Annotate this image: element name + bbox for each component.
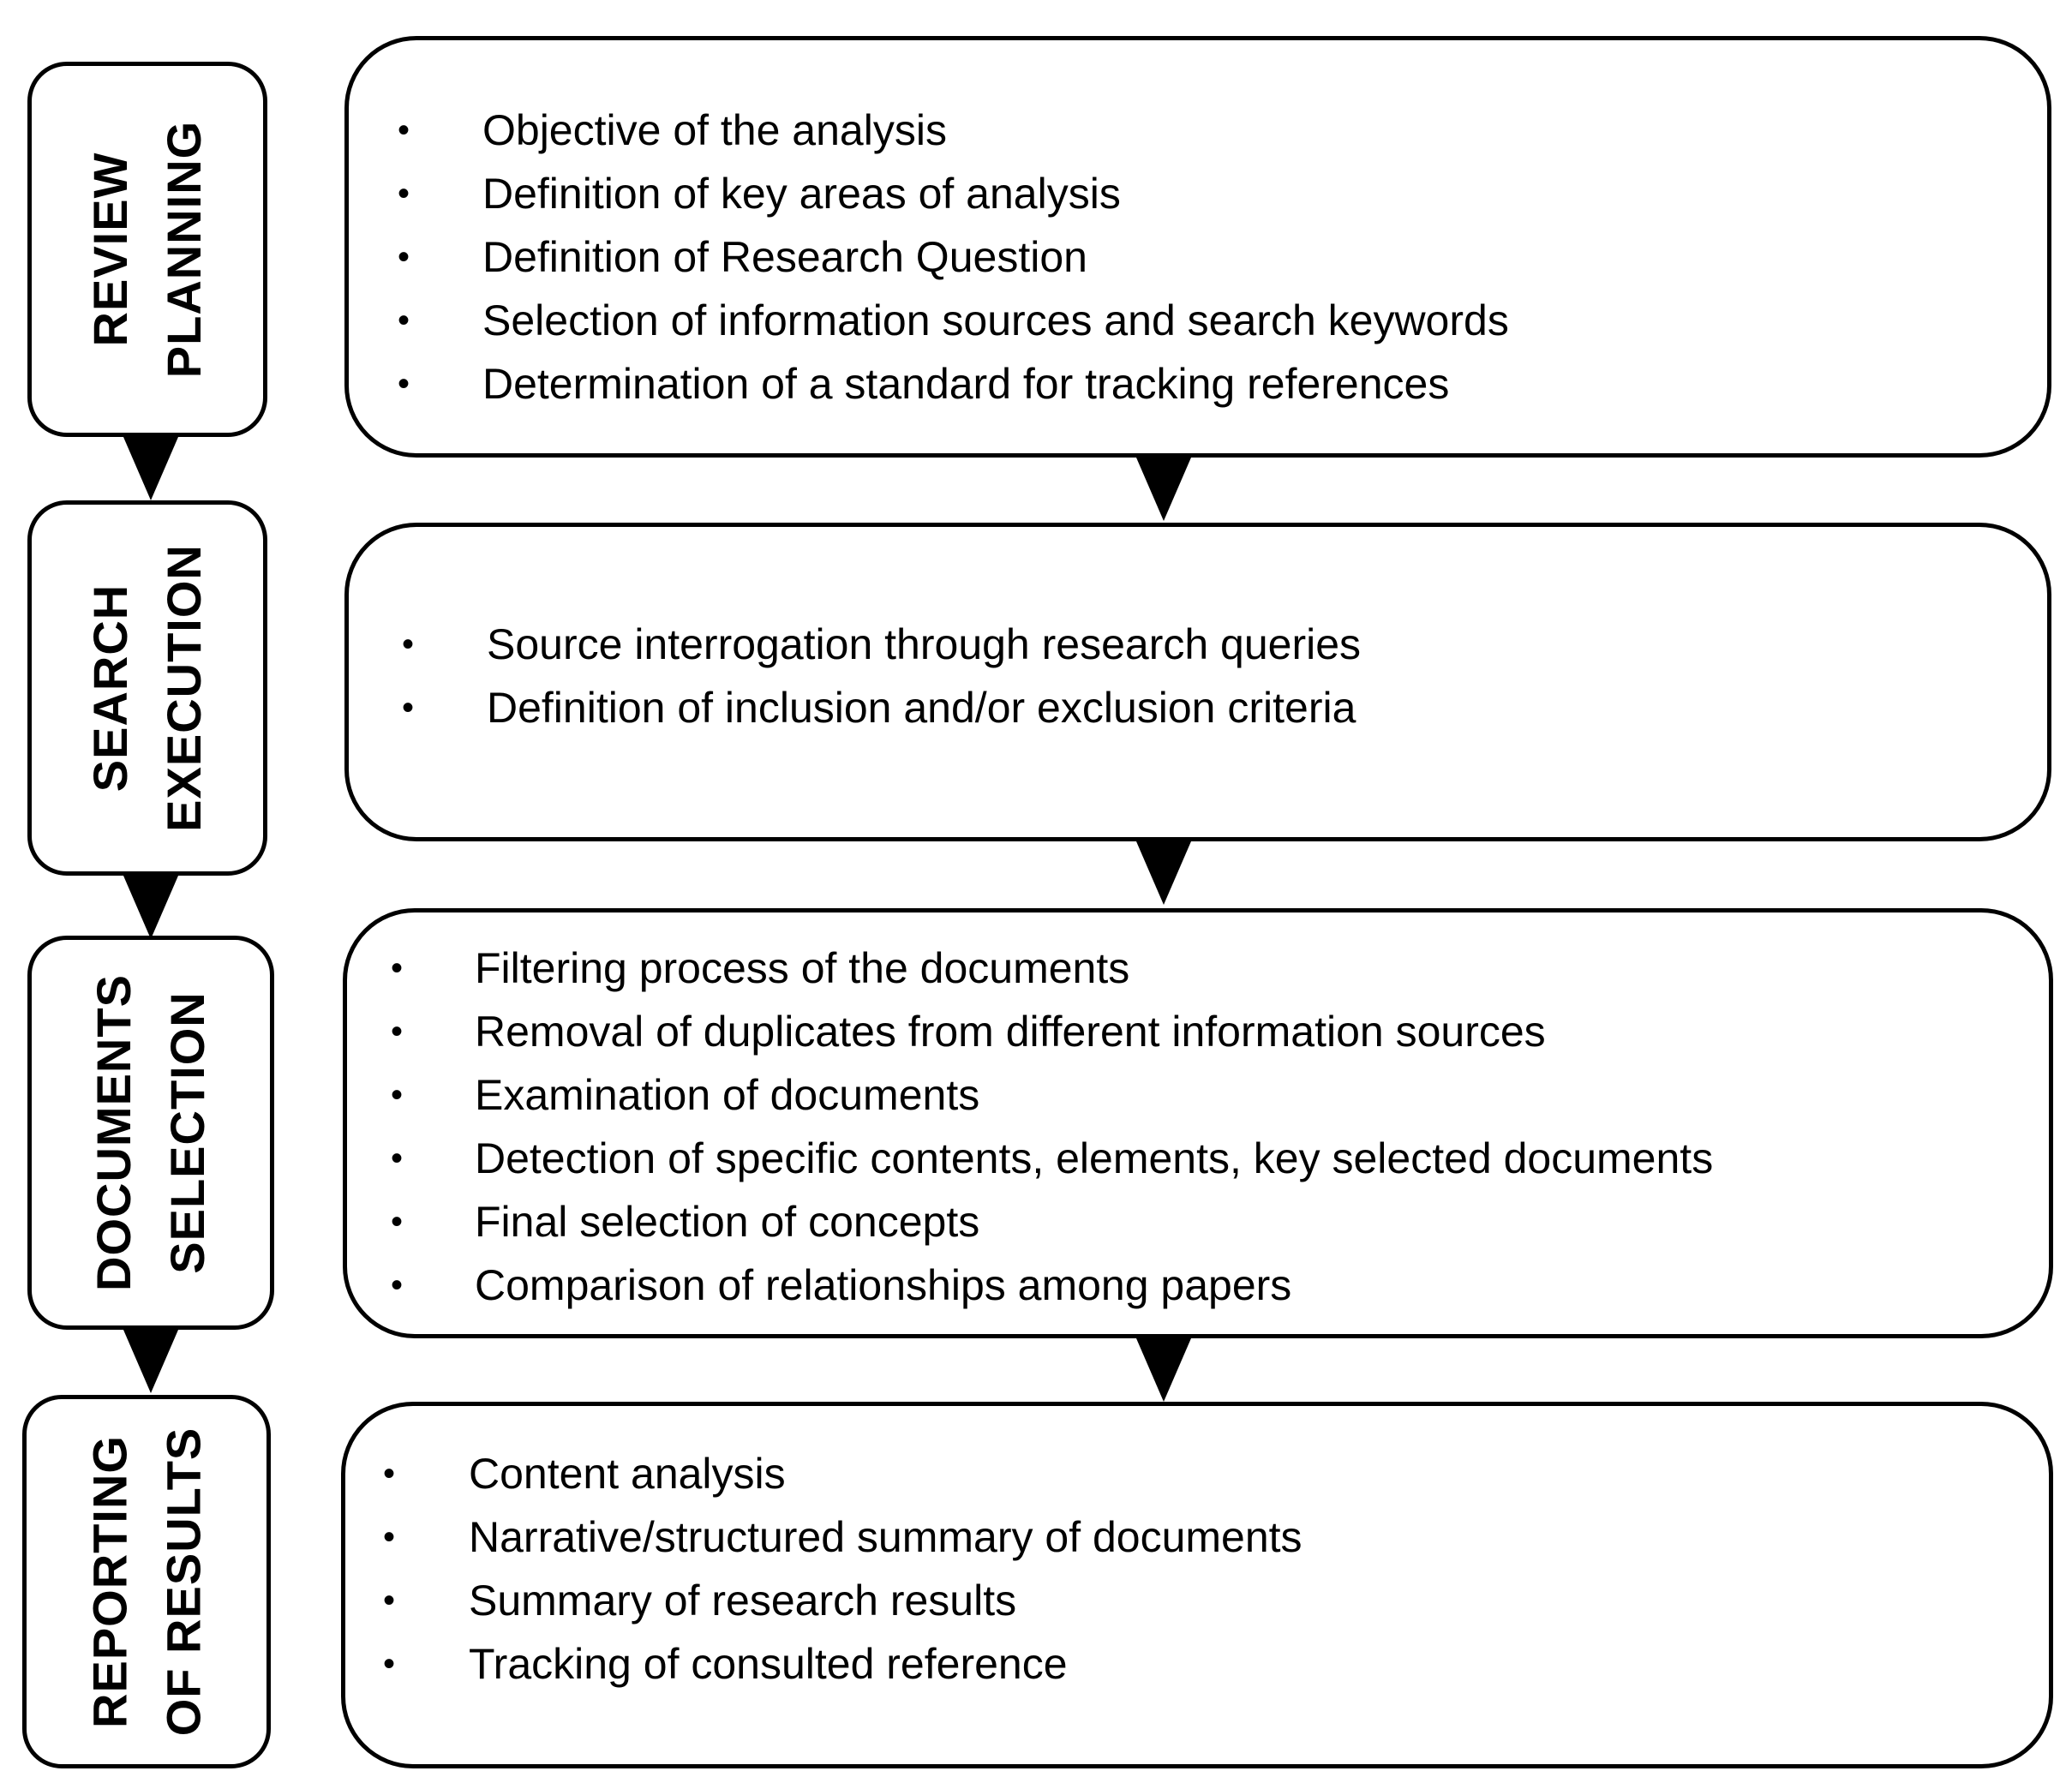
bullet-icon: •	[391, 1076, 404, 1114]
list-item: • Removal of duplicates from different i…	[347, 1000, 2049, 1063]
stage-label-line-2: EXECUTION	[157, 544, 212, 832]
bullet-list-review-planning: • Objective of the analysis • Definition…	[349, 99, 2047, 416]
stage-label-box-reporting-of-results: REPORTING OF RESULTS	[22, 1395, 271, 1768]
stage-label-line-1: REPORTING	[82, 1435, 136, 1728]
stage-label-review-planning: REVIEW PLANNING	[74, 121, 221, 378]
list-item-text: Selection of information sources and sea…	[482, 296, 1509, 344]
list-item: • Selection of information sources and s…	[349, 289, 2047, 352]
bullet-list-reporting-of-results: • Content analysis • Narrative/structure…	[345, 1442, 2049, 1696]
list-item: • Summary of research results	[345, 1569, 2049, 1632]
list-item: • Determination of a standard for tracki…	[349, 352, 2047, 416]
bullet-icon: •	[391, 949, 404, 987]
stage-label-reporting-of-results: REPORTING OF RESULTS	[73, 1427, 220, 1737]
list-item: • Definition of inclusion and/or exclusi…	[349, 676, 2047, 739]
stage-content-box-reporting-of-results: • Content analysis • Narrative/structure…	[341, 1402, 2053, 1768]
stage-label-line-2: PLANNING	[157, 120, 212, 379]
bullet-icon: •	[383, 1645, 396, 1683]
stage-content-box-documents-selection: • Filtering process of the documents • R…	[343, 908, 2053, 1338]
list-item: • Detection of specific contents, elemen…	[347, 1127, 2049, 1190]
bullet-icon: •	[398, 111, 410, 149]
bullet-icon: •	[383, 1518, 396, 1556]
list-item-text: Definition of Research Question	[482, 233, 1087, 281]
bullet-icon: •	[391, 1266, 404, 1304]
bullet-icon: •	[391, 1013, 404, 1050]
stage-label-line-1: SEARCH	[83, 583, 138, 793]
bullet-icon: •	[398, 238, 410, 276]
list-item: • Narrative/structured summary of docume…	[345, 1505, 2049, 1569]
arrow-down-icon	[1136, 1338, 1191, 1402]
list-item-text: Definition of inclusion and/or exclusion…	[487, 684, 1356, 732]
bullet-icon: •	[402, 689, 415, 727]
bullet-icon: •	[383, 1455, 396, 1493]
list-item-text: Filtering process of the documents	[475, 944, 1130, 992]
bullet-icon: •	[398, 302, 410, 339]
stage-label-line-2: OF RESULTS	[156, 1427, 210, 1737]
arrow-down-icon	[123, 437, 178, 500]
list-item-text: Comparison of relationships among papers	[475, 1261, 1292, 1309]
stage-content-box-review-planning: • Objective of the analysis • Definition…	[344, 36, 2051, 458]
stage-label-documents-selection: DOCUMENTS SELECTION	[77, 974, 225, 1291]
list-item: • Comparison of relationships among pape…	[347, 1253, 2049, 1317]
list-item: • Tracking of consulted reference	[345, 1632, 2049, 1696]
list-item-text: Tracking of consulted reference	[469, 1640, 1068, 1688]
bullet-list-search-execution: • Source interrogation through research …	[349, 613, 2047, 739]
bullet-list-documents-selection: • Filtering process of the documents • R…	[347, 936, 2049, 1317]
arrow-down-icon	[1136, 458, 1191, 521]
list-item-text: Source interrogation through research qu…	[487, 620, 1362, 668]
bullet-icon: •	[402, 625, 415, 663]
list-item: • Definition of Research Question	[349, 225, 2047, 289]
stage-content-box-search-execution: • Source interrogation through research …	[344, 523, 2051, 841]
arrow-down-icon	[123, 1330, 178, 1393]
stage-label-line-1: DOCUMENTS	[87, 974, 141, 1291]
list-item-text: Detection of specific contents, elements…	[475, 1134, 1714, 1182]
list-item-text: Final selection of concepts	[475, 1198, 980, 1246]
stage-label-box-documents-selection: DOCUMENTS SELECTION	[27, 936, 274, 1330]
list-item: • Definition of key areas of analysis	[349, 162, 2047, 225]
list-item-text: Summary of research results	[469, 1577, 1017, 1624]
stage-label-line-2: SELECTION	[160, 991, 215, 1274]
list-item-text: Narrative/structured summary of document…	[469, 1513, 1302, 1561]
stage-label-line-1: REVIEW	[83, 152, 138, 347]
stage-label-search-execution: SEARCH EXECUTION	[74, 544, 221, 832]
arrow-down-icon	[123, 876, 178, 939]
list-item-text: Definition of key areas of analysis	[482, 170, 1121, 218]
list-item-text: Determination of a standard for tracking…	[482, 360, 1450, 408]
list-item: • Examination of documents	[347, 1063, 2049, 1127]
list-item: • Content analysis	[345, 1442, 2049, 1505]
bullet-icon: •	[391, 1140, 404, 1177]
stage-label-box-search-execution: SEARCH EXECUTION	[27, 500, 267, 876]
bullet-icon: •	[398, 365, 410, 403]
list-item: • Source interrogation through research …	[349, 613, 2047, 676]
list-item-text: Content analysis	[469, 1450, 786, 1498]
bullet-icon: •	[383, 1582, 396, 1619]
list-item-text: Objective of the analysis	[482, 106, 947, 154]
list-item: • Final selection of concepts	[347, 1190, 2049, 1253]
list-item: • Objective of the analysis	[349, 99, 2047, 162]
bullet-icon: •	[398, 175, 410, 212]
stage-label-box-review-planning: REVIEW PLANNING	[27, 62, 267, 437]
list-item-text: Examination of documents	[475, 1071, 980, 1119]
bullet-icon: •	[391, 1203, 404, 1241]
arrow-down-icon	[1136, 841, 1191, 905]
list-item-text: Removal of duplicates from different inf…	[475, 1008, 1546, 1056]
list-item: • Filtering process of the documents	[347, 936, 2049, 1000]
